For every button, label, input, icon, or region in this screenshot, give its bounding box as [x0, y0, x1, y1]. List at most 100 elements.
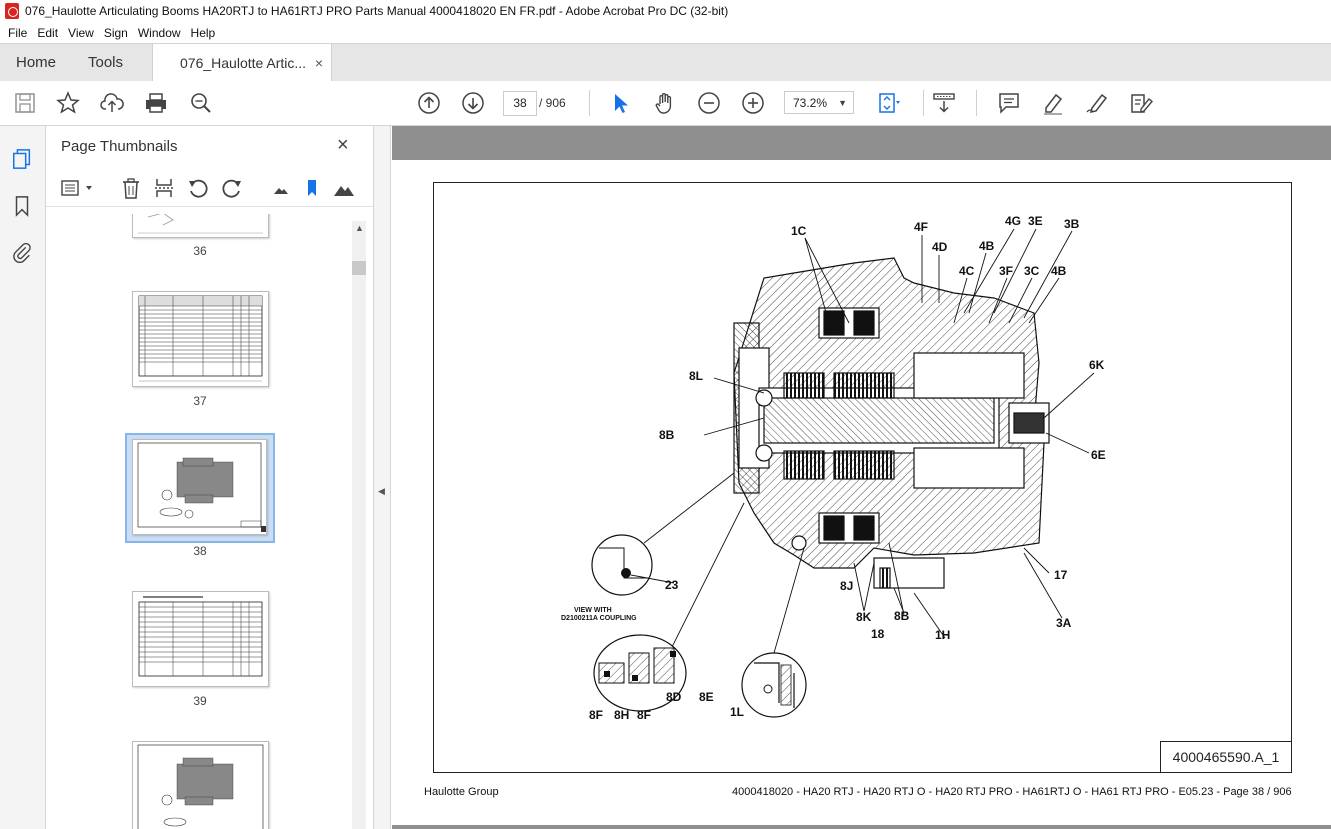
thumbnails-panel: Page Thumbnails × 36	[46, 126, 373, 829]
zoom-in-icon[interactable]	[741, 91, 765, 115]
thumbnail-label-37: 37	[193, 394, 207, 408]
callout-3E: 3E	[1028, 214, 1043, 228]
page-thumbnails-icon[interactable]	[11, 147, 33, 171]
upload-cloud-icon[interactable]	[100, 91, 124, 115]
panel-title: Page Thumbnails	[61, 138, 178, 155]
menu-help[interactable]: Help	[190, 25, 216, 40]
fit-page-icon[interactable]	[876, 91, 900, 115]
callout-4B: 4B	[979, 239, 995, 253]
menu-view[interactable]: View	[68, 25, 94, 40]
zoom-level-value: 73.2%	[793, 96, 828, 110]
menu-sign[interactable]: Sign	[103, 25, 128, 40]
callout-1H: 1H	[935, 628, 950, 642]
callout-8F: 8F	[637, 708, 651, 722]
exploded-view-drawing: 1C 4F 4G 3E 3B 4D 4B 4C 3F 3C 4B 8L 6K 8…	[561, 214, 1106, 722]
callout-4C: 4C	[959, 264, 975, 278]
tab-tools[interactable]: Tools	[88, 54, 124, 71]
select-cursor-icon[interactable]	[609, 91, 633, 115]
drawing-number: 4000465590.A_1	[1160, 741, 1291, 772]
tab-close-icon[interactable]: ×	[314, 55, 323, 71]
rotate-left-icon[interactable]	[187, 177, 209, 199]
thumbnail-page-38[interactable]	[132, 439, 267, 535]
next-page-icon[interactable]	[461, 91, 485, 115]
callout-4B: 4B	[1051, 264, 1067, 278]
thumbnail-list: 36 37	[46, 214, 351, 829]
bookmark-marker-icon[interactable]	[301, 177, 323, 199]
page-gap-bottom	[392, 825, 1331, 829]
toolbar	[0, 81, 1331, 126]
large-thumbnails-icon[interactable]	[333, 177, 355, 199]
hand-tool-icon[interactable]	[653, 91, 677, 115]
callout-3B: 3B	[1064, 217, 1080, 231]
callout-8J: 8J	[840, 579, 853, 593]
thumbnail-scrollbar[interactable]: ▲	[352, 221, 366, 829]
callout-8E: 8E	[699, 690, 714, 704]
menu-file[interactable]: File	[8, 25, 28, 40]
thumbnail-page-36[interactable]	[132, 214, 269, 238]
zoom-level-select[interactable]: 73.2% ▼	[784, 91, 854, 114]
scrollbar-thumb[interactable]	[352, 261, 366, 275]
thumbnail-page-40[interactable]	[132, 741, 269, 829]
zoom-out-icon[interactable]	[697, 91, 721, 115]
collapse-panel-icon[interactable]: ◀	[378, 486, 385, 496]
callout-18: 18	[871, 627, 885, 641]
menu-window[interactable]: Window	[137, 25, 181, 40]
callout-1C: 1C	[791, 224, 807, 238]
footer-company: Haulotte Group	[424, 786, 499, 798]
bookmark-icon[interactable]	[11, 194, 33, 218]
callout-23: 23	[665, 578, 679, 592]
document-view[interactable]: 1C 4F 4G 3E 3B 4D 4B 4C 3F 3C 4B 8L 6K 8…	[392, 126, 1331, 829]
thumbnail-label-36: 36	[193, 244, 207, 258]
toolbar-separator	[976, 90, 977, 116]
toolbar-separator	[923, 90, 924, 116]
scroll-mode-icon[interactable]	[932, 91, 956, 115]
panel-toolbar	[46, 172, 373, 207]
callout-4F: 4F	[914, 220, 928, 234]
panel-divider[interactable]: ◀	[373, 126, 391, 829]
close-panel-icon[interactable]: ×	[337, 134, 349, 156]
title-bar: 076_Haulotte Articulating Booms HA20RTJ …	[0, 0, 1331, 22]
small-thumbnails-icon[interactable]	[270, 177, 292, 199]
window-title: 076_Haulotte Articulating Booms HA20RTJ …	[25, 4, 729, 18]
thumbnail-page-39[interactable]	[132, 591, 269, 687]
search-zoom-icon[interactable]	[189, 91, 213, 115]
rotate-right-icon[interactable]	[221, 177, 243, 199]
extract-page-icon[interactable]	[153, 177, 175, 199]
previous-page-icon[interactable]	[417, 91, 441, 115]
menu-edit[interactable]: Edit	[37, 25, 59, 40]
comment-icon[interactable]	[997, 91, 1021, 115]
callout-6E: 6E	[1091, 448, 1106, 462]
scroll-up-icon[interactable]: ▲	[355, 223, 364, 233]
chevron-down-icon: ▼	[838, 98, 847, 108]
sign-pen-icon[interactable]	[1085, 91, 1109, 115]
tab-document[interactable]: 076_Haulotte Artic... ×	[152, 44, 332, 82]
page-number-input[interactable]: 38	[503, 91, 537, 116]
view-note-line-1: VIEW WITH	[574, 607, 612, 614]
thumbnail-page-37[interactable]	[132, 291, 269, 387]
acrobat-icon	[5, 3, 19, 19]
print-icon[interactable]	[144, 91, 168, 115]
toolbar-separator	[589, 90, 590, 116]
view-note-line-2: D2100211A COUPLING	[561, 615, 637, 622]
edit-document-icon[interactable]	[1129, 91, 1153, 115]
tab-bar: Home Tools 076_Haulotte Artic... ×	[0, 43, 1331, 82]
menu-bar: File Edit View Sign Window Help	[0, 22, 1331, 43]
callout-1L: 1L	[730, 705, 744, 719]
drawing-frame: 1C 4F 4G 3E 3B 4D 4B 4C 3F 3C 4B 8L 6K 8…	[433, 182, 1292, 773]
callout-3F: 3F	[999, 264, 1013, 278]
callout-8B: 8B	[659, 428, 675, 442]
highlight-pen-icon[interactable]	[1041, 91, 1065, 115]
callout-8K: 8K	[856, 610, 872, 624]
star-icon[interactable]	[56, 91, 80, 115]
save-icon[interactable]	[13, 91, 37, 115]
page-total: / 906	[539, 96, 566, 110]
attachment-icon[interactable]	[11, 240, 33, 264]
callout-8H: 8H	[614, 708, 629, 722]
tab-home[interactable]: Home	[16, 54, 57, 71]
callout-3A: 3A	[1056, 616, 1072, 630]
delete-page-icon[interactable]	[120, 177, 142, 199]
options-menu-icon[interactable]	[60, 177, 96, 199]
callout-17: 17	[1054, 568, 1068, 582]
pdf-page: 1C 4F 4G 3E 3B 4D 4B 4C 3F 3C 4B 8L 6K 8…	[392, 160, 1331, 825]
callout-8F: 8F	[589, 708, 603, 722]
